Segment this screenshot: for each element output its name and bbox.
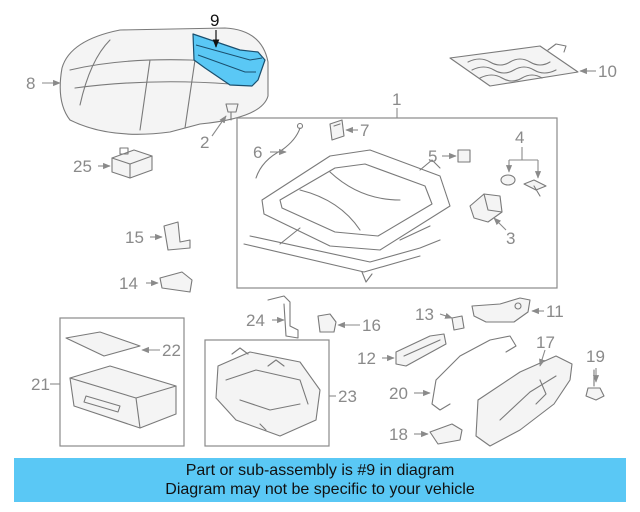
highlighted-part-9 bbox=[192, 33, 266, 87]
part-11 bbox=[471, 297, 531, 323]
seat-pan bbox=[215, 347, 321, 437]
callout-23: 23 bbox=[338, 387, 357, 406]
callout-10: 10 bbox=[598, 62, 617, 81]
bracket-part-14 bbox=[159, 271, 193, 293]
clip-part-2 bbox=[225, 103, 239, 121]
trim-part-12 bbox=[395, 333, 447, 367]
callout-18: 18 bbox=[389, 425, 408, 444]
callout-15: 15 bbox=[125, 228, 144, 247]
callout-25: 25 bbox=[73, 157, 92, 176]
mat-part-22 bbox=[65, 331, 141, 357]
bracket-part-24 bbox=[267, 295, 299, 339]
bracket-part-7 bbox=[329, 119, 345, 141]
callout-4: 4 bbox=[515, 128, 524, 147]
seat-pan-box bbox=[204, 339, 330, 447]
part-5 bbox=[457, 149, 471, 163]
callout-14: 14 bbox=[119, 274, 138, 293]
callout-3: 3 bbox=[506, 229, 515, 248]
cable-part-6 bbox=[255, 122, 304, 179]
callout-2: 2 bbox=[200, 133, 209, 152]
callout-17: 17 bbox=[536, 333, 555, 352]
callout-13: 13 bbox=[415, 305, 434, 324]
callout-16: 16 bbox=[362, 316, 381, 335]
seat-frame bbox=[243, 149, 451, 283]
banner-line-2: Diagram may not be specific to your vehi… bbox=[165, 481, 475, 498]
bracket-part-15 bbox=[163, 221, 191, 251]
parts-diagram: 8 9 10 2 25 1 bbox=[26, 11, 617, 447]
callout-12: 12 bbox=[357, 349, 376, 368]
callout-6: 6 bbox=[253, 143, 262, 162]
callout-24: 24 bbox=[246, 311, 265, 330]
part-3 bbox=[469, 193, 503, 223]
banner-line-1: Part or sub-assembly is #9 in diagram bbox=[185, 462, 455, 479]
callout-11: 11 bbox=[546, 302, 564, 321]
part-13 bbox=[451, 315, 465, 331]
module-part-25 bbox=[111, 147, 153, 179]
wire-part-20 bbox=[431, 335, 517, 411]
callout-22: 22 bbox=[162, 341, 181, 360]
nut-bolt-part-4 bbox=[500, 174, 547, 197]
storage-tray bbox=[69, 365, 177, 429]
callout-19: 19 bbox=[586, 347, 605, 366]
callout-7: 7 bbox=[360, 121, 369, 140]
storage-tray-box bbox=[59, 317, 185, 447]
callout-20: 20 bbox=[389, 384, 408, 403]
clip-part-18 bbox=[429, 423, 463, 445]
callout-5: 5 bbox=[428, 147, 437, 166]
callout-1: 1 bbox=[392, 90, 401, 109]
callout-9: 9 bbox=[210, 11, 219, 30]
side-shield-part-17 bbox=[475, 355, 573, 447]
callout-8: 8 bbox=[26, 74, 35, 93]
seat-heater-mat bbox=[449, 43, 579, 87]
callout-21: 21 bbox=[31, 375, 50, 394]
clip-part-16 bbox=[317, 313, 337, 333]
info-banner: Part or sub-assembly is #9 in diagram Di… bbox=[14, 458, 626, 502]
screw-part-19 bbox=[585, 369, 605, 401]
